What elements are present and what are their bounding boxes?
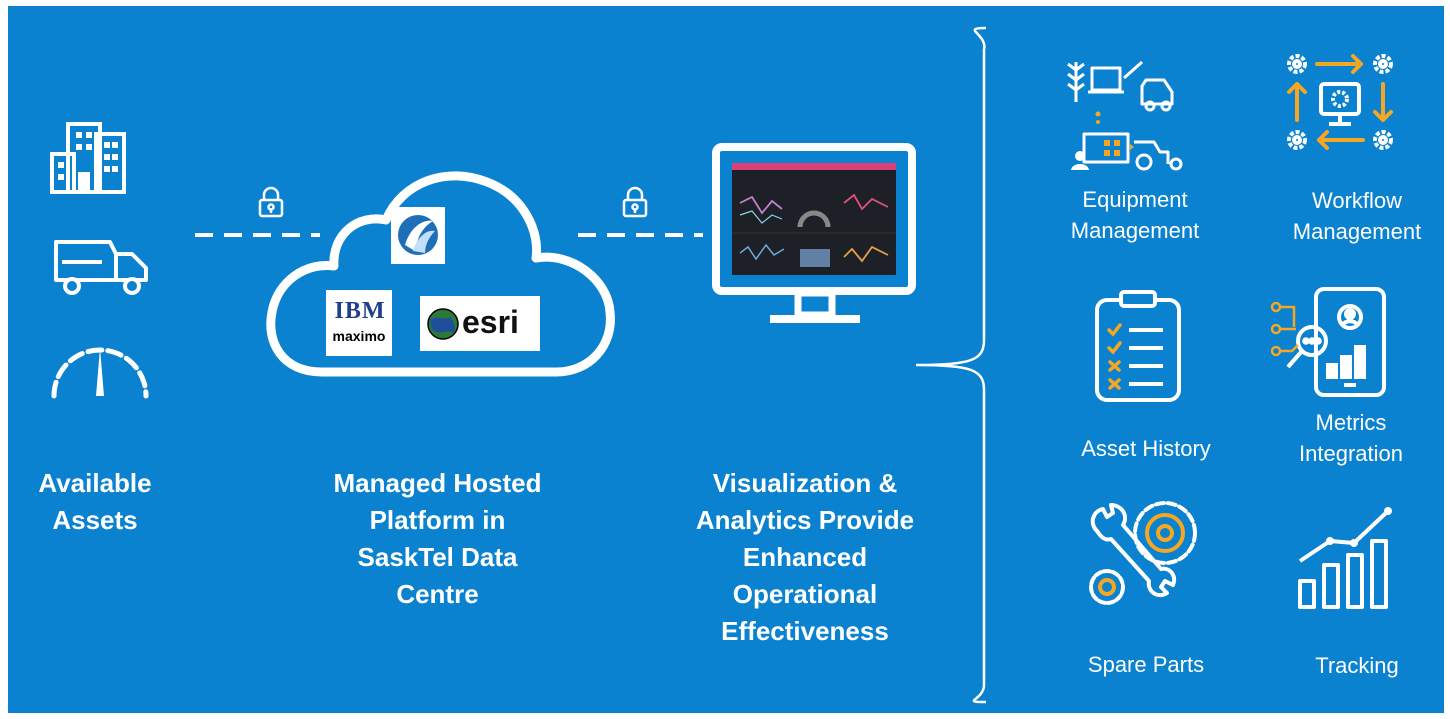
outcome-metrics-label: Metrics Integration: [1299, 410, 1403, 466]
maximo-logo-text: maximo: [332, 328, 386, 344]
connector-right: [578, 233, 703, 237]
lock-icon: [622, 186, 648, 218]
gear-wrench-icon: [1089, 501, 1197, 605]
curly-brace: [915, 26, 987, 704]
esri-logo: esri: [420, 296, 540, 351]
outcome-equipment-label: Equipment Management: [1070, 187, 1200, 243]
platform-label: Managed Hosted Platform in SaskTel Data …: [333, 468, 542, 609]
ibm-maximo-logo: IBM maximo: [326, 290, 392, 356]
visualization-label: Visualization & Analytics Provide Enhanc…: [695, 468, 915, 646]
diagram-panel: [8, 6, 1444, 713]
outcome-asset-history-label: Asset History: [1081, 436, 1211, 461]
outcome-tracking-label: Tracking: [1315, 653, 1399, 678]
connector-left: [195, 233, 320, 237]
clipboard-checklist-icon: [1095, 290, 1181, 402]
outcome-workflow-label: Workflow Management: [1292, 188, 1422, 244]
farm-equipment-icon: [1067, 60, 1183, 171]
workflow-gears-icon: [1287, 54, 1393, 150]
esri-logo-text: esri: [462, 304, 519, 340]
available-assets-label: Available Assets: [38, 468, 152, 535]
ibm-logo-text: IBM: [334, 298, 386, 324]
bar-trend-icon: [1298, 507, 1392, 609]
gauge-icon: [51, 347, 149, 399]
cloud-icon: [266, 171, 615, 377]
dump-truck-icon: [54, 240, 148, 295]
monitor-dashboard-icon: [712, 143, 916, 323]
buildings-icon: [50, 122, 126, 194]
phone-analytics-icon: [1270, 287, 1386, 397]
outcome-spare-parts-label: Spare Parts: [1087, 652, 1205, 677]
lock-icon: [258, 186, 284, 218]
platform-logo-swirl: [391, 207, 445, 264]
